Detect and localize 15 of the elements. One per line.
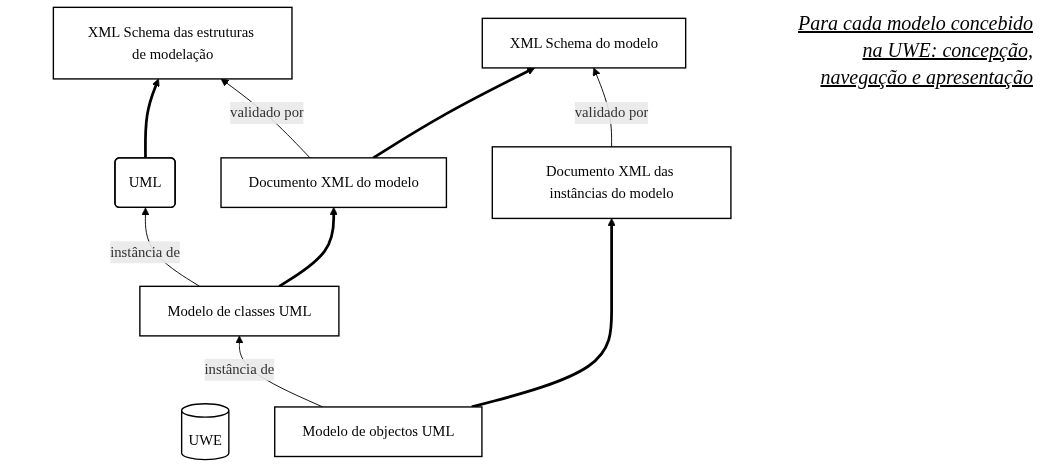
arrow xyxy=(144,78,160,159)
node-box: Documento XML das instâncias do modelo xyxy=(491,146,732,220)
edge-label: instância de xyxy=(204,361,275,378)
arrow xyxy=(372,67,536,159)
node-box: XML Schema do modelo xyxy=(481,17,687,69)
arrow xyxy=(278,207,339,288)
edge-label: validado por xyxy=(230,104,305,121)
edge-label: instância de xyxy=(110,244,181,260)
node-box: Modelo de classes UML xyxy=(139,285,340,337)
note-text: Para cada modelo concebido na UWE: concepção, navegação e apresentação xyxy=(797,11,1033,91)
node-box: Modelo de objectos UML xyxy=(274,406,483,458)
node-box: Documento XML do modelo xyxy=(220,157,448,209)
arrow xyxy=(471,218,616,409)
edge-label: validado por xyxy=(575,104,649,121)
node-box: XML Schema das estruturas de modelação xyxy=(53,6,294,80)
